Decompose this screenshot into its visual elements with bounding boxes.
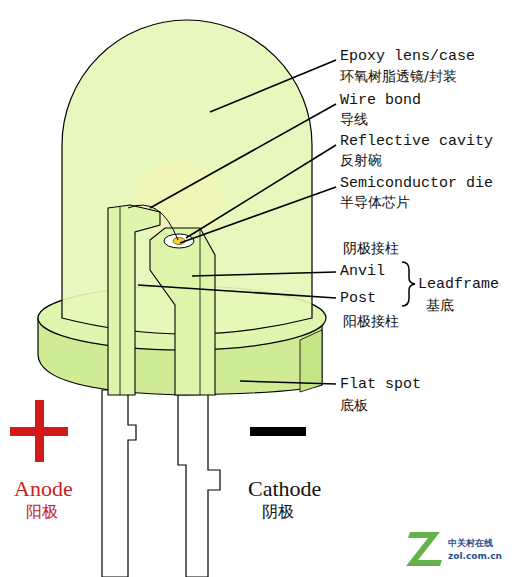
watermark-logo [406, 532, 442, 566]
part-label: Post [340, 290, 376, 307]
post-edge [120, 207, 121, 395]
post [108, 205, 160, 395]
part-label: Reflective cavity [340, 133, 493, 150]
polarity-label: 阴极 [262, 503, 294, 521]
leader-lines [138, 60, 336, 384]
anvil-edge [200, 228, 201, 395]
part-label: Wire bond [340, 92, 421, 109]
part-label: Semiconductor die [340, 175, 493, 192]
part-label: 阳极接柱 [343, 313, 399, 329]
part-label: Epoxy lens/case [340, 48, 475, 65]
part-label: Flat spot [340, 376, 421, 393]
semiconductor-die [173, 238, 185, 245]
part-label: 阴极接柱 [343, 240, 399, 256]
group-label: Leadframe [418, 276, 499, 293]
bracket [402, 262, 415, 306]
wire-bond [128, 205, 178, 240]
part-label: 反射碗 [340, 152, 382, 168]
polarity-label: 阳极 [26, 503, 58, 521]
part-label: Anvil [340, 263, 385, 280]
polarity-label: Cathode [248, 476, 321, 501]
anvil [150, 228, 215, 395]
lead-wires [102, 390, 220, 577]
part-label: 导线 [340, 111, 368, 127]
watermark: 中关村在线 [448, 538, 493, 548]
part-label: 环氧树脂透镜/封装 [340, 68, 457, 84]
part-label: 半导体芯片 [340, 194, 410, 210]
part-label: 底板 [340, 397, 368, 413]
group-label: 基底 [426, 297, 454, 313]
minus-symbol [250, 427, 306, 436]
polarity-label: Anode [14, 476, 73, 501]
watermark: zol.com.cn [448, 551, 502, 561]
plus-symbol [10, 400, 68, 462]
